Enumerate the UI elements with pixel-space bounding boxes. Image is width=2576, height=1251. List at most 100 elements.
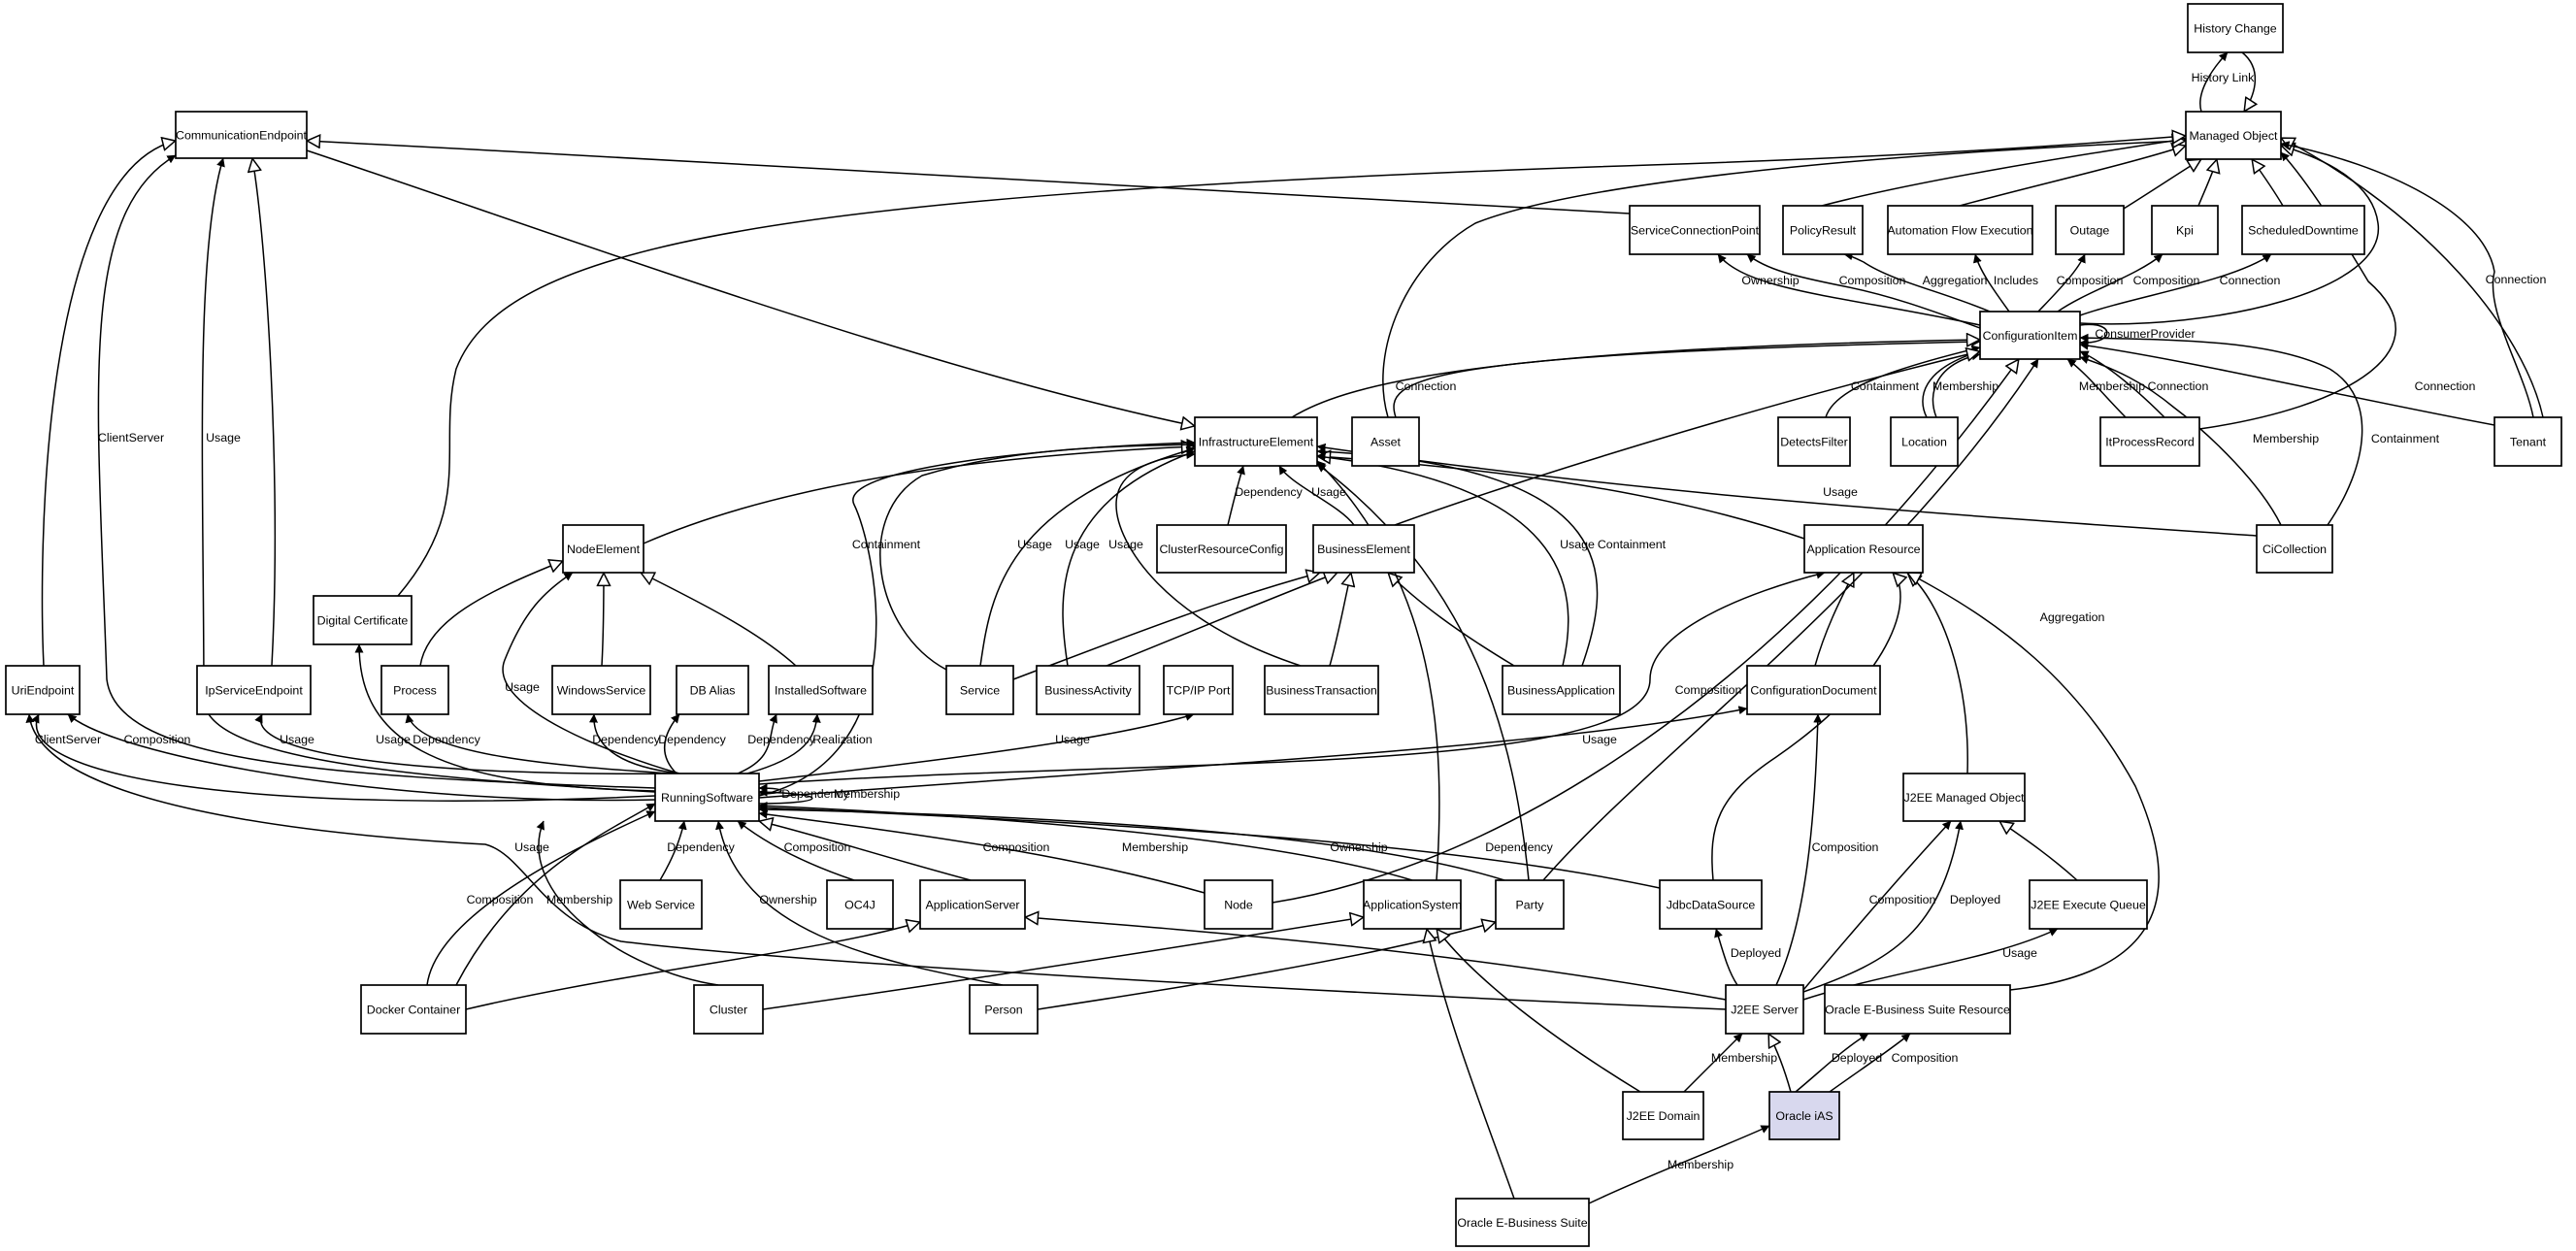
node-configurationdocument[interactable]: ConfigurationDocument — [1746, 665, 1881, 715]
node-j2eemanagedobject[interactable]: J2EE Managed Object — [1902, 773, 2026, 822]
node-businesselement[interactable]: BusinessElement — [1312, 524, 1415, 574]
node-tenant[interactable]: Tenant — [2493, 416, 2562, 467]
node-person[interactable]: Person — [969, 984, 1039, 1035]
node-windowsservice[interactable]: WindowsService — [551, 665, 651, 715]
node-box[interactable] — [2241, 205, 2365, 255]
node-box[interactable] — [1204, 879, 1273, 930]
node-box[interactable] — [1725, 984, 1804, 1035]
node-box[interactable] — [1363, 879, 1462, 930]
node-box[interactable] — [1036, 665, 1140, 715]
node-communicationendpoint[interactable]: CommunicationEndpoint — [175, 111, 308, 159]
node-oracleias[interactable]: Oracle iAS — [1768, 1091, 1840, 1140]
node-box[interactable] — [1746, 665, 1881, 715]
node-box[interactable] — [945, 665, 1014, 715]
node-box[interactable] — [768, 665, 874, 715]
node-box[interactable] — [1902, 773, 2026, 822]
node-applicationserver[interactable]: ApplicationServer — [919, 879, 1026, 930]
node-service[interactable]: Service — [945, 665, 1014, 715]
node-box[interactable] — [919, 879, 1026, 930]
node-box[interactable] — [1351, 416, 1420, 467]
node-ipserviceendpoint[interactable]: IpServiceEndpoint — [196, 665, 312, 715]
node-node[interactable]: Node — [1204, 879, 1273, 930]
node-box[interactable] — [1622, 1091, 1704, 1140]
node-box[interactable] — [1502, 665, 1621, 715]
node-oracleebsresource[interactable]: Oracle E-Business Suite Resource — [1824, 984, 2011, 1035]
node-box[interactable] — [380, 665, 449, 715]
node-box[interactable] — [1659, 879, 1763, 930]
node-box[interactable] — [693, 984, 764, 1035]
node-box[interactable] — [1803, 524, 1924, 574]
node-businessapplication[interactable]: BusinessApplication — [1502, 665, 1621, 715]
node-businesstransaction[interactable]: BusinessTransaction — [1264, 665, 1379, 715]
node-box[interactable] — [969, 984, 1039, 1035]
node-tcpipport[interactable]: TCP/IP Port — [1163, 665, 1234, 715]
node-box[interactable] — [1312, 524, 1415, 574]
node-box[interactable] — [2256, 524, 2333, 574]
node-box[interactable] — [313, 595, 413, 645]
node-installedsoftware[interactable]: InstalledSoftware — [768, 665, 874, 715]
node-box[interactable] — [654, 773, 760, 822]
node-box[interactable] — [1887, 205, 2033, 255]
node-cicollection[interactable]: CiCollection — [2256, 524, 2333, 574]
node-oracleebs[interactable]: Oracle E-Business Suite — [1455, 1198, 1590, 1247]
node-box[interactable] — [2493, 416, 2562, 467]
node-box[interactable] — [676, 665, 749, 715]
node-box[interactable] — [1264, 665, 1379, 715]
node-box[interactable] — [826, 879, 894, 930]
node-box[interactable] — [196, 665, 312, 715]
node-uriendpoint[interactable]: UriEndpoint — [5, 665, 81, 715]
node-itprocessrecord[interactable]: ItProcessRecord — [2099, 416, 2200, 467]
node-party[interactable]: Party — [1495, 879, 1565, 930]
node-box[interactable] — [1629, 205, 1761, 255]
node-box[interactable] — [360, 984, 467, 1035]
node-j2eedomain[interactable]: J2EE Domain — [1622, 1091, 1704, 1140]
node-dockercontainer[interactable]: Docker Container — [360, 984, 467, 1035]
node-runningsoftware[interactable]: RunningSoftware — [654, 773, 760, 822]
node-configurationitem[interactable]: ConfigurationItem — [1979, 311, 2081, 360]
node-cluster[interactable]: Cluster — [693, 984, 764, 1035]
node-outage[interactable]: Outage — [2055, 205, 2125, 255]
node-businessactivity[interactable]: BusinessActivity — [1036, 665, 1140, 715]
node-j2eeserver[interactable]: J2EE Server — [1725, 984, 1804, 1035]
node-box[interactable] — [1768, 1091, 1840, 1140]
node-applicationresource[interactable]: Application Resource — [1803, 524, 1924, 574]
node-oc4j[interactable]: OC4J — [826, 879, 894, 930]
node-box[interactable] — [2055, 205, 2125, 255]
node-box[interactable] — [5, 665, 81, 715]
node-scheduleddowntime[interactable]: ScheduledDowntime — [2241, 205, 2365, 255]
node-applicationsystem[interactable]: ApplicationSystem — [1363, 879, 1462, 930]
node-location[interactable]: Location — [1890, 416, 1959, 467]
node-automationflowexecution[interactable]: Automation Flow Execution — [1887, 205, 2033, 255]
node-box[interactable] — [1156, 524, 1287, 574]
node-jdbcdatasource[interactable]: JdbcDataSource — [1659, 879, 1763, 930]
node-box[interactable] — [2187, 3, 2284, 53]
node-box[interactable] — [1163, 665, 1234, 715]
node-kpi[interactable]: Kpi — [2151, 205, 2219, 255]
node-managedobject[interactable]: Managed Object — [2185, 111, 2282, 160]
node-policyresult[interactable]: PolicyResult — [1782, 205, 1864, 255]
node-detectsfilter[interactable]: DetectsFilter — [1777, 416, 1851, 467]
node-box[interactable] — [619, 879, 703, 930]
node-box[interactable] — [1194, 416, 1318, 467]
node-historychange[interactable]: History Change — [2187, 3, 2284, 53]
node-box[interactable] — [1890, 416, 1959, 467]
node-webservice[interactable]: Web Service — [619, 879, 703, 930]
node-clusterresourceconfig[interactable]: ClusterResourceConfig — [1156, 524, 1287, 574]
node-box[interactable] — [2029, 879, 2148, 930]
node-box[interactable] — [1777, 416, 1851, 467]
node-nodeelement[interactable]: NodeElement — [562, 524, 644, 574]
node-digitalcertificate[interactable]: Digital Certificate — [313, 595, 413, 645]
node-box[interactable] — [175, 111, 308, 159]
node-asset[interactable]: Asset — [1351, 416, 1420, 467]
node-infrastructureelement[interactable]: InfrastructureElement — [1194, 416, 1318, 467]
node-box[interactable] — [2151, 205, 2219, 255]
node-process[interactable]: Process — [380, 665, 449, 715]
node-box[interactable] — [1824, 984, 2011, 1035]
node-serviceconnectionpoint[interactable]: ServiceConnectionPoint — [1629, 205, 1761, 255]
node-box[interactable] — [2099, 416, 2200, 467]
node-box[interactable] — [2185, 111, 2282, 160]
node-box[interactable] — [562, 524, 644, 574]
node-box[interactable] — [551, 665, 651, 715]
node-box[interactable] — [1455, 1198, 1590, 1247]
node-box[interactable] — [1495, 879, 1565, 930]
